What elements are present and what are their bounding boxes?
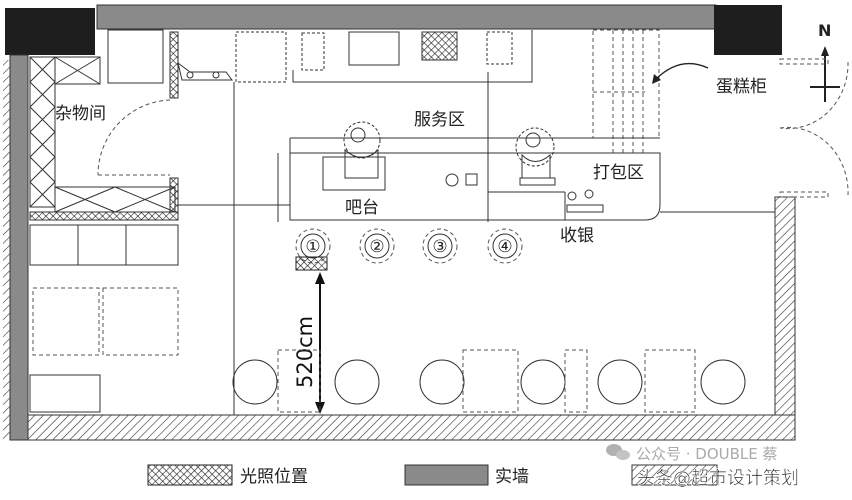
column-top-right [714, 5, 782, 55]
bar-stool-3: ③ [422, 228, 458, 264]
left-seating [29, 224, 179, 413]
right-wall [774, 196, 796, 416]
staff-figure-2 [515, 127, 556, 186]
service-area-label: 服务区 [414, 110, 465, 130]
north-arrow-icon: N [810, 21, 840, 102]
seat-number: ① [305, 237, 320, 257]
wechat-watermark: 公众号 · DOUBLE 蔡 [636, 445, 778, 463]
left-wall [9, 54, 29, 441]
arrowhead [652, 74, 661, 84]
cake-cabinet-label: 蛋糕柜 [716, 77, 767, 97]
seat-number: ② [369, 237, 384, 257]
legend-label-wall: 实墙 [495, 467, 529, 487]
toutiao-watermark: 头条@超市设计策划 [637, 468, 799, 489]
storage-room-label: 杂物间 [55, 104, 106, 124]
entrance-door [779, 58, 849, 198]
bar-stool-2: ② [359, 228, 395, 264]
legend-swatch-wall [404, 464, 489, 486]
seat-number: ④ [497, 237, 512, 257]
top-wall [96, 4, 717, 30]
seat-number: ③ [432, 237, 447, 257]
legend: 光照位置 实墙 [147, 464, 718, 487]
packing-area-label: 打包区 [593, 163, 644, 183]
left-outer-hatch [3, 60, 10, 440]
wechat-icon [606, 444, 630, 460]
bar-label: 吧台 [345, 198, 379, 218]
cake-cabinet [592, 29, 660, 153]
legend-swatch-light [147, 464, 233, 486]
window-seating [232, 349, 746, 413]
staff-figure-1 [343, 121, 381, 179]
column-top-left [5, 8, 95, 55]
bottom-wall [27, 414, 796, 441]
cake-cabinet-arrow [654, 62, 709, 81]
bar-stool-4: ④ [487, 228, 523, 264]
legend-swatch-hatch [631, 464, 718, 486]
legend-label-light: 光照位置 [240, 467, 308, 487]
back-counter [177, 30, 533, 415]
north-label: N [818, 21, 831, 40]
storage-shelves [29, 29, 179, 221]
light-position [295, 256, 328, 271]
cashier-label: 收银 [560, 226, 594, 246]
dimension-label: 520cm [293, 316, 317, 388]
